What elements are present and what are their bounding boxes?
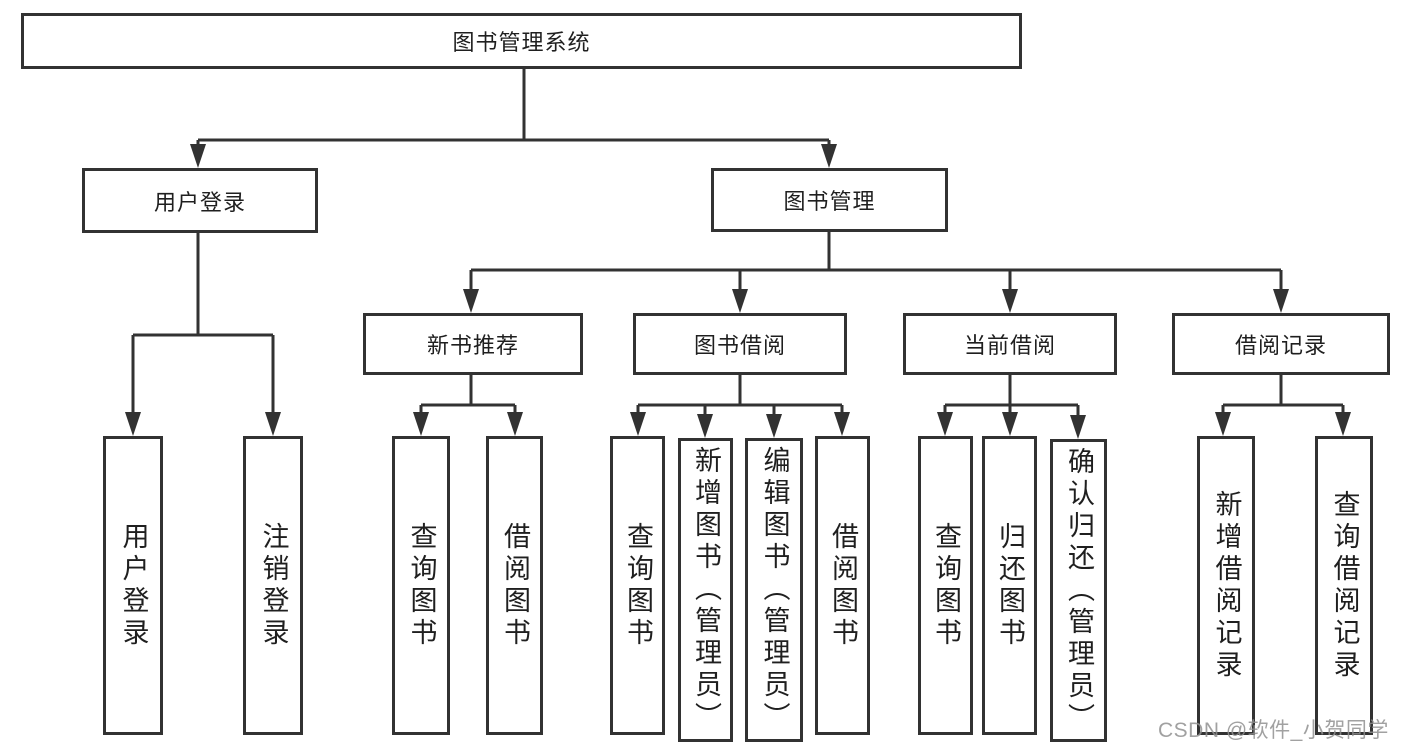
arrow-down-icon — [630, 412, 646, 436]
leaf-nbr-query-books: 查询图书 — [392, 436, 450, 735]
arrow-down-icon — [125, 412, 141, 436]
node-new-book-recommend-label: 新书推荐 — [426, 333, 519, 358]
leaf-br-add-record: 新增借阅记录 — [1197, 436, 1255, 735]
leaf-bb-add-books-admin-label: 新增图书（管理员） — [691, 446, 721, 734]
connector-new-book-children — [419, 375, 517, 416]
connector-current-borrow-children — [943, 375, 1080, 419]
leaf-bb-query-books-label: 查询图书 — [623, 521, 653, 650]
leaf-bb-query-books: 查询图书 — [610, 436, 665, 735]
watermark-text: CSDN @软件_小贺同学 — [1158, 719, 1389, 742]
leaf-bb-edit-books-admin-label: 编辑图书（管理员） — [759, 446, 790, 734]
arrow-down-icon — [413, 412, 429, 436]
leaf-br-add-record-label: 新增借阅记录 — [1211, 489, 1242, 682]
leaf-nbr-query-books-label: 查询图书 — [406, 521, 437, 650]
node-book-management-label: 图书管理 — [783, 189, 876, 214]
leaf-cb-return-books-label: 归还图书 — [995, 521, 1025, 650]
arrow-down-icon — [1002, 412, 1018, 436]
node-root-label: 图书管理系统 — [452, 30, 591, 55]
node-book-borrow-label: 图书借阅 — [693, 333, 786, 358]
node-user-login-label: 用户登录 — [153, 189, 246, 215]
connector-user-login-children — [131, 233, 275, 416]
leaf-cb-query-books: 查询图书 — [918, 436, 973, 735]
leaf-bb-add-books-admin: 新增图书（管理员） — [678, 438, 733, 742]
node-book-management: 图书管理 — [711, 168, 948, 232]
leaf-nbr-borrow-books: 借阅图书 — [486, 436, 543, 735]
leaf-bb-edit-books-admin: 编辑图书（管理员） — [745, 438, 803, 742]
arrow-down-icon — [463, 289, 479, 313]
connector-book-borrow-children — [636, 375, 844, 418]
arrow-down-icon — [937, 412, 953, 436]
leaf-cb-confirm-return-admin-label: 确认归还（管理员） — [1064, 446, 1094, 735]
leaf-cb-query-books-label: 查询图书 — [931, 521, 961, 650]
leaf-user-login: 用户登录 — [103, 436, 163, 735]
arrow-down-icon — [834, 412, 850, 436]
node-user-login: 用户登录 — [82, 168, 318, 233]
arrow-down-icon — [265, 412, 281, 436]
connector-borrow-records-children — [1221, 375, 1345, 416]
node-root: 图书管理系统 — [21, 13, 1022, 69]
node-borrow-records-label: 借阅记录 — [1234, 333, 1327, 358]
node-current-borrow-label: 当前借阅 — [963, 333, 1056, 358]
leaf-br-query-record: 查询借阅记录 — [1315, 436, 1373, 735]
arrow-down-icon — [190, 144, 206, 168]
connector-book-management-children — [469, 232, 1283, 293]
arrow-down-icon — [766, 414, 782, 438]
leaf-logout: 注销登录 — [243, 436, 303, 735]
arrow-down-icon — [732, 289, 748, 313]
connector-root-to-level2 — [196, 69, 831, 148]
node-new-book-recommend: 新书推荐 — [363, 313, 583, 375]
arrow-down-icon — [1002, 289, 1018, 313]
leaf-cb-confirm-return-admin: 确认归还（管理员） — [1050, 439, 1107, 742]
arrow-down-icon — [697, 414, 713, 438]
arrow-down-icon — [507, 412, 523, 436]
node-borrow-records: 借阅记录 — [1172, 313, 1390, 375]
arrow-down-icon — [1070, 415, 1086, 439]
arrow-down-icon — [1215, 412, 1231, 436]
leaf-cb-return-books: 归还图书 — [982, 436, 1037, 735]
leaf-bb-borrow-books: 借阅图书 — [815, 436, 870, 735]
node-current-borrow: 当前借阅 — [903, 313, 1117, 375]
node-book-borrow: 图书借阅 — [633, 313, 847, 375]
arrow-down-icon — [821, 144, 837, 168]
arrow-down-icon — [1335, 412, 1351, 436]
leaf-br-query-record-label: 查询借阅记录 — [1329, 489, 1360, 682]
arrow-down-icon — [1273, 289, 1289, 313]
leaf-nbr-borrow-books-label: 借阅图书 — [500, 521, 530, 650]
leaf-bb-borrow-books-label: 借阅图书 — [828, 521, 858, 650]
leaf-user-login-label: 用户登录 — [118, 521, 149, 650]
leaf-logout-label: 注销登录 — [258, 521, 289, 650]
